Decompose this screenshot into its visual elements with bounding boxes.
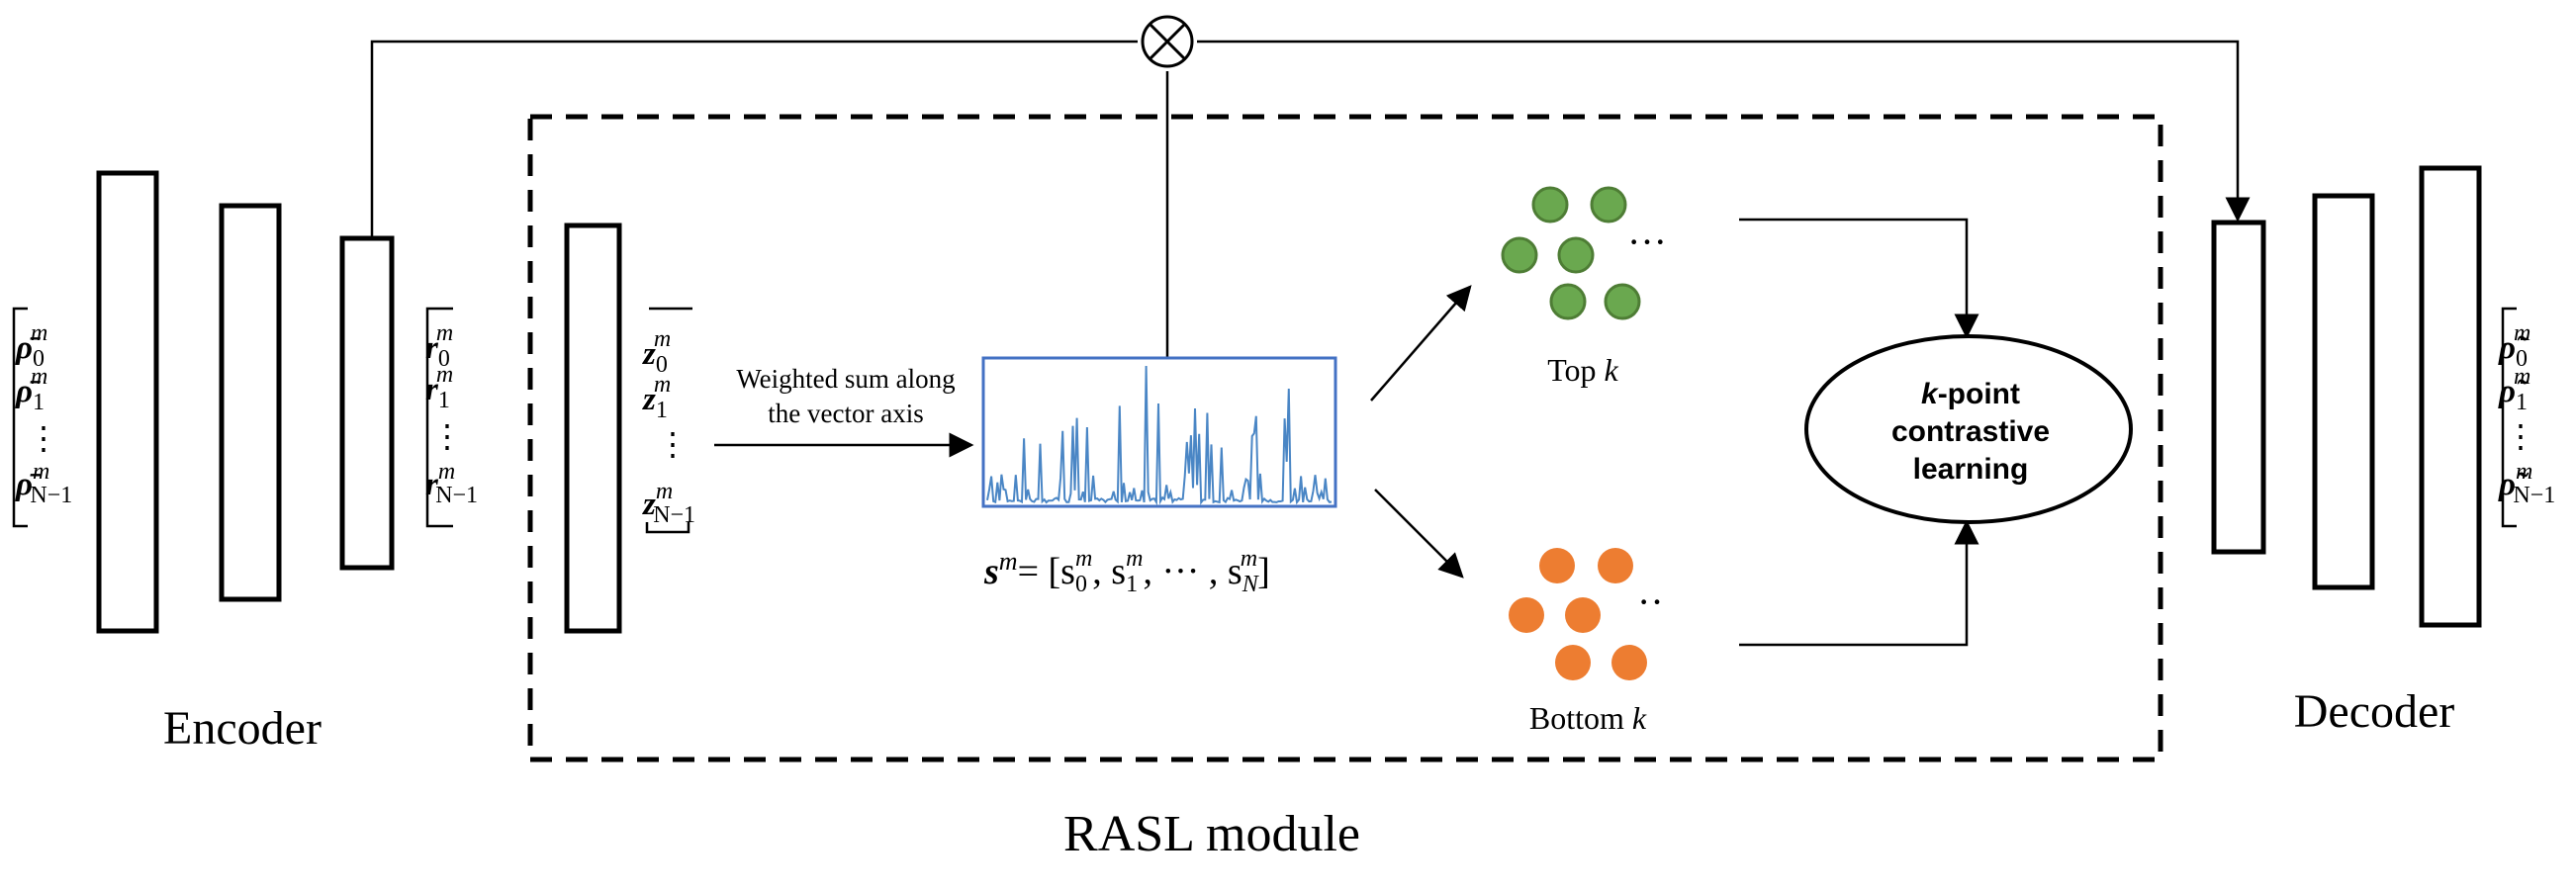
top-dot	[1549, 283, 1587, 320]
decoder-layer-2	[2312, 193, 2375, 590]
bottom-dot	[1539, 548, 1575, 583]
score-plot-line	[986, 365, 1333, 506]
encoder: Encoder	[96, 170, 395, 755]
contrastive-line3: learning	[1913, 453, 2029, 486]
weighted-sum-line2: the vector axis	[768, 399, 923, 428]
bottom-dot	[1509, 597, 1544, 633]
decoder-layer-3	[2419, 165, 2482, 628]
bottom-dot	[1555, 645, 1591, 680]
input-element-0: ρ̄0m	[15, 320, 47, 372]
latent-layer	[564, 223, 622, 634]
feature-vdots: ⋮	[431, 418, 463, 454]
top-to-contrastive-arrow	[1739, 218, 1979, 339]
latent-vdots: ⋮	[657, 426, 689, 462]
encoder-layer-1	[96, 170, 159, 634]
input-element-1: ρ̄1m	[15, 364, 47, 415]
contrastive-line1: k-point	[1921, 378, 2020, 410]
output-element-0: ρ̃0m	[2498, 320, 2530, 372]
score-plot	[981, 356, 1337, 508]
bottom-dot	[1598, 548, 1633, 583]
rasl-module-label: RASL module	[1063, 806, 1360, 862]
bottom-branch-arrow	[1374, 489, 1464, 579]
top-k-dots: ···	[1501, 186, 1667, 320]
decoder-layer-1	[2211, 220, 2266, 555]
feature-element-1: r1m	[425, 362, 453, 413]
bottom-k-dots: ··	[1509, 548, 1664, 680]
top-k-label: Top k	[1547, 352, 1618, 388]
decoder: Decoder	[2211, 165, 2482, 738]
score-vector: sm= [s0m, s1m, ··· , sNm]	[983, 546, 1270, 597]
bottom-k-label: Bottom k	[1529, 700, 1647, 736]
contrastive-learning-node	[1804, 334, 2133, 524]
bottom-dot	[1565, 597, 1601, 633]
output-vdots: ⋮	[2505, 418, 2536, 454]
skip-connection	[370, 15, 2251, 358]
output-element-1: ρ̃1m	[2498, 364, 2530, 415]
top-dot	[1531, 186, 1569, 224]
decoder-label: Decoder	[2294, 685, 2455, 738]
bottom-dots-ellipsis: ··	[1637, 580, 1664, 624]
latent-element-1: z1m	[642, 372, 671, 423]
encoder-layer-2	[219, 203, 282, 602]
bottom-to-contrastive-arrow	[1739, 519, 1979, 647]
top-dots-ellipsis: ···	[1627, 220, 1667, 264]
encoder-label: Encoder	[163, 702, 322, 755]
top-dot	[1604, 283, 1641, 320]
top-dot	[1557, 236, 1595, 274]
top-dot	[1590, 186, 1627, 224]
latent-element-0: z0m	[642, 326, 671, 378]
top-dot	[1501, 236, 1538, 274]
contrastive-line2: contrastive	[1891, 415, 2050, 448]
feature-element-0: r0m	[425, 320, 453, 372]
weighted-sum-line1: Weighted sum along	[736, 364, 955, 394]
top-branch-arrow	[1370, 285, 1472, 402]
input-vdots: ⋮	[28, 420, 59, 456]
encoder-layer-3	[339, 235, 395, 571]
bottom-dot	[1611, 645, 1647, 680]
